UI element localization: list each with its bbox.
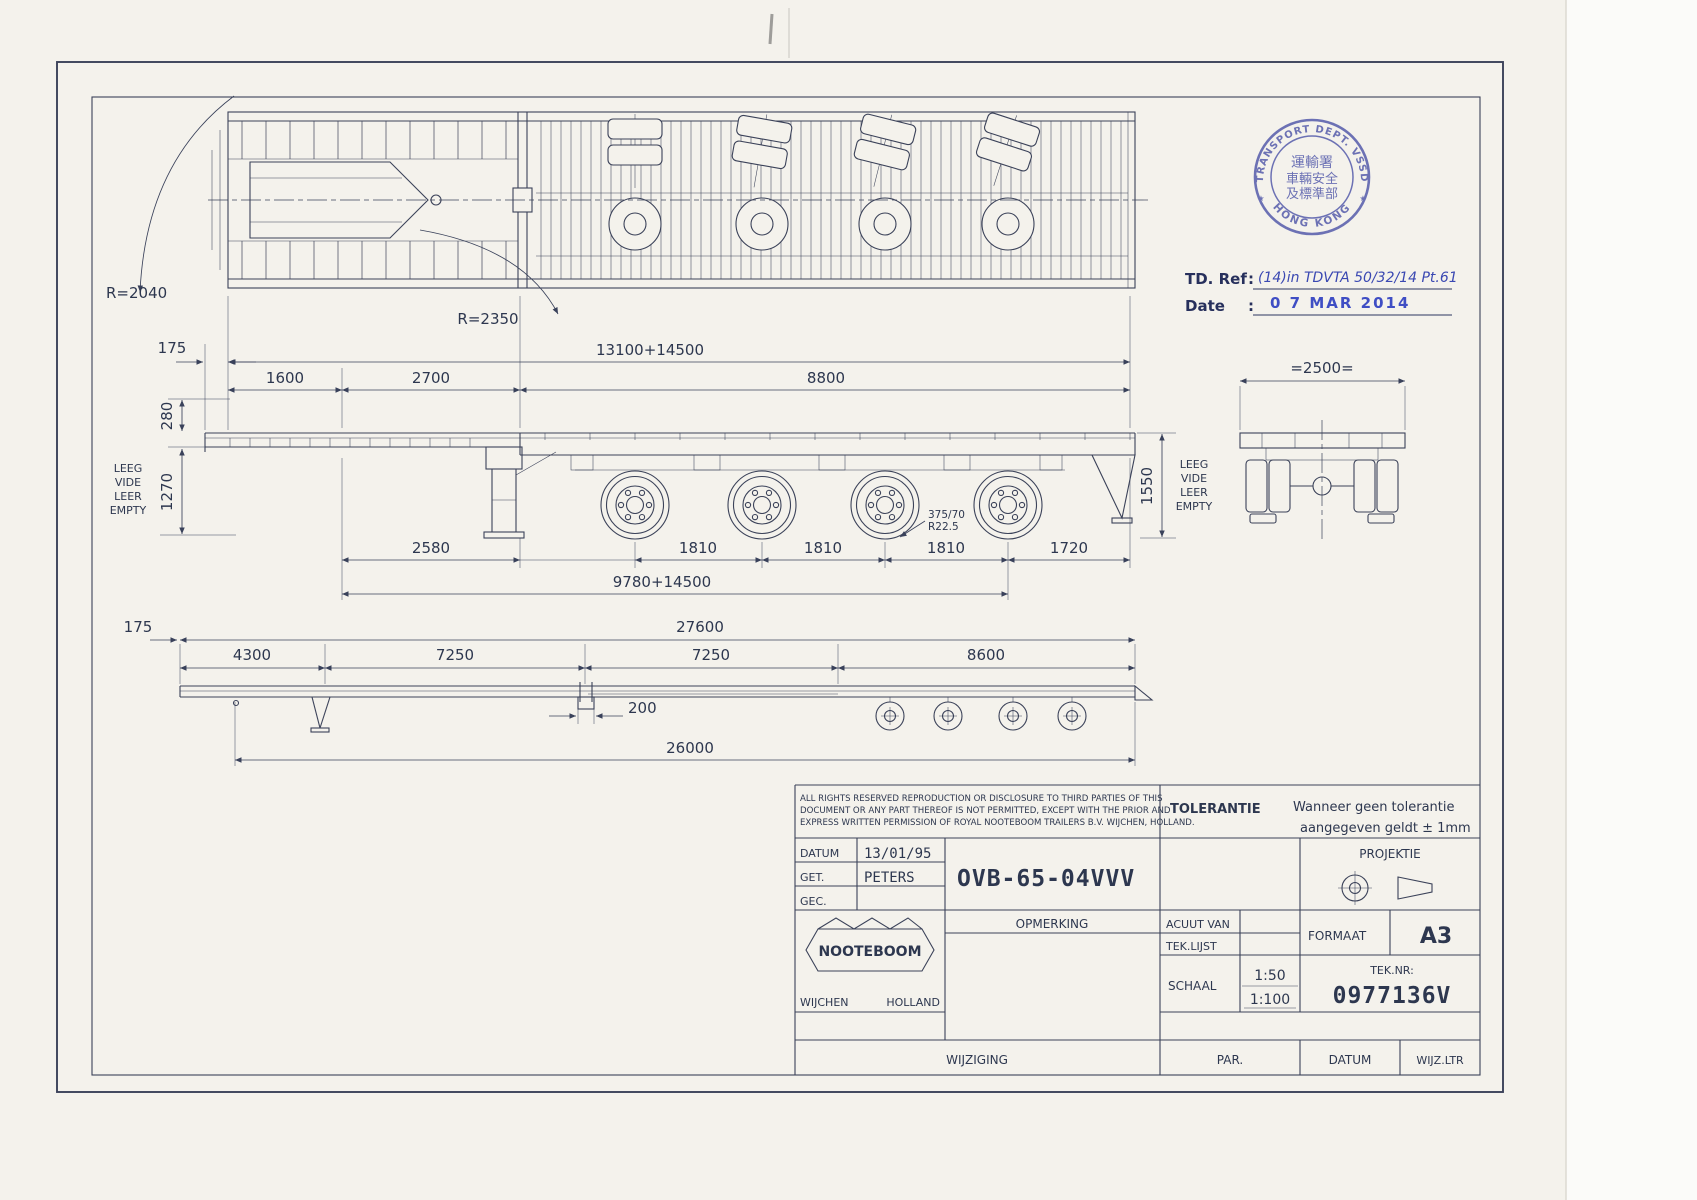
dim-2580: 2580 — [412, 539, 450, 557]
dim-8600: 8600 — [967, 646, 1005, 664]
dim-total-top: 13100+14500 — [596, 341, 704, 359]
plan-axle-2 — [731, 114, 793, 251]
tolerantie-line1: Wanneer geen tolerantie — [1293, 800, 1454, 815]
logo-name: NOOTEBOOM — [818, 944, 921, 960]
empty-label-left-3: LEER — [114, 490, 142, 503]
copyright-line-1: ALL RIGHTS RESERVED REPRODUCTION OR DISC… — [800, 794, 1163, 804]
empty-label-right-3: LEER — [1180, 486, 1208, 499]
projection-symbol-icon — [1338, 871, 1433, 905]
schaal-value-1: 1:50 — [1254, 968, 1285, 984]
dim-200: 200 — [628, 699, 657, 717]
tek-nr-value: 0977136V — [1333, 983, 1452, 1009]
rear-view — [1239, 420, 1406, 540]
dim-2500: =2500= — [1290, 359, 1353, 377]
dim-8800: 8800 — [807, 369, 845, 387]
drawing-code: OVB-65-04VVV — [957, 866, 1135, 892]
empty-label-left-1: LEEG — [114, 462, 143, 475]
nooteboom-logo: NOOTEBOOM — [805, 917, 935, 972]
copyright-line-2: DOCUMENT OR ANY PART THEREOF IS NOT PERM… — [800, 806, 1171, 816]
tolerantie-label: TOLERANTIE — [1170, 802, 1261, 817]
plan-axle-3 — [853, 113, 917, 251]
stamp-cn-line1: 運輸署 — [1291, 155, 1333, 171]
empty-label-right-2: VIDE — [1181, 472, 1207, 485]
dim-1810-3: 1810 — [927, 539, 965, 557]
acuut-van-label: ACUUT VAN — [1166, 918, 1230, 931]
stamp-cn-line3: 及標準部 — [1286, 186, 1338, 202]
date-value: 0 7 MAR 2014 — [1270, 294, 1410, 312]
formaat-value: A3 — [1420, 924, 1452, 949]
tyre-spec-line1: 375/70 — [928, 509, 965, 521]
tek-nr-label: TEK.NR: — [1369, 964, 1414, 977]
schaal-label: SCHAAL — [1168, 979, 1217, 993]
dim-1550: 1550 — [1138, 467, 1156, 505]
tyre-spec-line2: R22.5 — [928, 521, 959, 533]
dim-2700: 2700 — [412, 369, 450, 387]
stamp-star-right-icon: ★ — [1359, 194, 1366, 203]
empty-label-right-1: LEEG — [1180, 458, 1209, 471]
dim-1810-1: 1810 — [679, 539, 717, 557]
formaat-label: FORMAAT — [1308, 929, 1367, 943]
dim-ext-overhang: 175 — [124, 618, 153, 636]
dim-26000: 26000 — [666, 739, 714, 757]
dim-27600: 27600 — [676, 618, 724, 636]
dimension-lines: 175 13100+14500 1600 2700 8800 280 1270 … — [110, 296, 1406, 766]
td-ref-colon: : — [1248, 270, 1254, 288]
dim-7250-2: 7250 — [692, 646, 730, 664]
dim-4300: 4300 — [233, 646, 271, 664]
title-block: ALL RIGHTS RESERVED REPRODUCTION OR DISC… — [794, 784, 1480, 1075]
td-ref-value: (14)in TDVTA 50/32/14 Pt.61 — [1258, 270, 1458, 286]
datum2-label: DATUM — [1329, 1053, 1372, 1067]
schaal-value-2: 1:100 — [1250, 992, 1290, 1008]
get-label: GET. — [800, 871, 824, 884]
stamp-cn-line2: 車輛安全 — [1286, 171, 1338, 187]
dim-1270: 1270 — [158, 473, 176, 511]
dim-radius-rear: R=2350 — [457, 310, 518, 328]
logo-country: HOLLAND — [886, 996, 940, 1009]
reference-notes: TD. Ref : (14)in TDVTA 50/32/14 Pt.61 Da… — [1185, 270, 1458, 316]
wijz-ltr-label: WIJZ.LTR — [1416, 1054, 1464, 1067]
empty-label-right-4: EMPTY — [1176, 500, 1213, 513]
dim-radius-front: R=2040 — [106, 284, 167, 302]
dim-280: 280 — [158, 402, 176, 431]
side-view — [204, 432, 1136, 540]
empty-label-left-4: EMPTY — [110, 504, 147, 517]
opmerking-label: OPMERKING — [1016, 917, 1089, 931]
tek-lijst-label: TEK.LIJST — [1165, 940, 1217, 953]
dim-1720: 1720 — [1050, 539, 1088, 557]
gec-label: GEC. — [800, 895, 827, 908]
tolerantie-line2: aangegeven geldt ± 1mm — [1300, 821, 1471, 836]
copyright-line-3: EXPRESS WRITTEN PERMISSION OF ROYAL NOOT… — [800, 818, 1195, 828]
stamp-star-left-icon: ★ — [1257, 194, 1264, 203]
wijziging-label: WIJZIGING — [946, 1053, 1008, 1067]
plan-axle-4 — [975, 112, 1041, 251]
datum-value: 13/01/95 — [864, 846, 931, 862]
swing-radius-arcs: R=2040 R=2350 — [106, 95, 559, 328]
dim-1600: 1600 — [266, 369, 304, 387]
empty-label-left-2: VIDE — [115, 476, 141, 489]
get-value: PETERS — [864, 870, 915, 886]
border-frame — [56, 61, 1504, 1093]
dim-7250-1: 7250 — [436, 646, 474, 664]
projektie-label: PROJEKTIE — [1359, 847, 1421, 861]
logo-city: WIJCHEN — [800, 996, 849, 1009]
datum-label: DATUM — [800, 847, 839, 860]
dim-1810-2: 1810 — [804, 539, 842, 557]
par-label: PAR. — [1217, 1053, 1243, 1067]
dim-wheelbase: 9780+14500 — [613, 573, 711, 591]
extended-view — [179, 682, 1154, 733]
plan-axle-1 — [607, 114, 663, 251]
date-label: Date — [1185, 297, 1225, 315]
date-colon: : — [1248, 297, 1254, 315]
td-ref-label: TD. Ref — [1185, 270, 1247, 288]
dim-overhang-top: 175 — [158, 339, 187, 357]
plan-view — [208, 111, 1148, 289]
